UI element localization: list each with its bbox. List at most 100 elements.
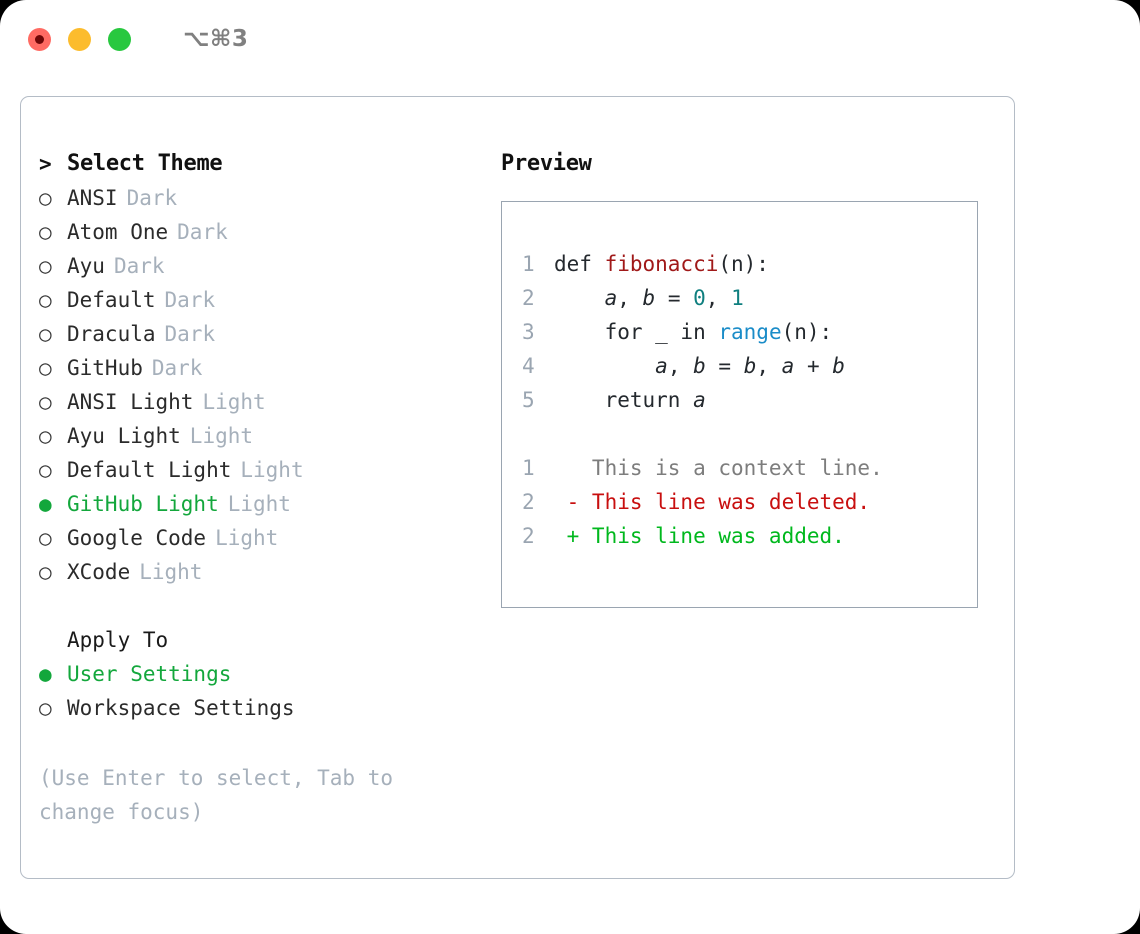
theme-name: Ayu bbox=[67, 254, 105, 278]
apply-to-options: ●User Settings○Workspace Settings bbox=[39, 657, 489, 725]
recording-indicator-icon bbox=[35, 34, 44, 44]
line-number: 5 bbox=[522, 388, 535, 412]
radio-unselected-icon: ○ bbox=[39, 254, 52, 278]
code-token-var: b bbox=[832, 354, 845, 378]
code-token-call: range bbox=[718, 320, 782, 344]
keyboard-hint: (Use Enter to select, Tab to change focu… bbox=[39, 766, 394, 824]
code-line-text: a, b = 0, 1 bbox=[554, 281, 744, 315]
theme-name: Atom One bbox=[67, 220, 169, 244]
code-token-var: a bbox=[655, 354, 668, 378]
theme-variant-badge: Light bbox=[139, 560, 203, 584]
radio-unselected-icon: ○ bbox=[39, 390, 52, 414]
apply-to-title: Apply To bbox=[67, 628, 169, 652]
code-token-plain: , bbox=[705, 286, 732, 310]
select-theme-header: > Select Theme bbox=[39, 147, 489, 181]
theme-variant-badge: Dark bbox=[151, 356, 203, 380]
preview-title: Preview bbox=[501, 151, 592, 176]
code-token-plain: , bbox=[667, 354, 694, 378]
code-line: 4 a, b = b, a + b bbox=[522, 349, 977, 383]
code-token-plain: (n): bbox=[781, 320, 833, 344]
code-token-fn: fibonacci bbox=[604, 252, 719, 276]
line-number: 3 bbox=[522, 320, 535, 344]
theme-name: ANSI Light bbox=[67, 390, 194, 414]
code-line: 3 for _ in range(n): bbox=[522, 315, 977, 349]
theme-name: XCode bbox=[67, 560, 131, 584]
code-token-plain: return bbox=[554, 388, 694, 412]
code-token-var: a bbox=[604, 286, 618, 310]
list-spacer bbox=[39, 589, 489, 623]
window-controls bbox=[28, 27, 131, 51]
line-number: 1 bbox=[522, 252, 535, 276]
theme-variant-badge: Light bbox=[215, 526, 279, 550]
theme-variant-badge: Dark bbox=[113, 254, 165, 278]
diff-line-text-ctx: This is a context line. bbox=[554, 456, 883, 480]
code-token-num: 1 bbox=[731, 286, 744, 310]
radio-unselected-icon: ○ bbox=[39, 458, 52, 482]
code-token-var: a bbox=[781, 354, 795, 378]
theme-list-item[interactable]: ○ Ayu Dark bbox=[39, 249, 489, 283]
code-token-plain: = bbox=[655, 286, 694, 310]
minimize-button[interactable] bbox=[68, 27, 91, 51]
code-token-plain: for _ in bbox=[554, 320, 719, 344]
code-line-text: return a bbox=[554, 383, 706, 417]
apply-to-header: Apply To bbox=[39, 623, 489, 657]
code-token-var: b bbox=[743, 354, 757, 378]
diff-line: 2 + This line was added. bbox=[522, 519, 977, 553]
code-line: 1 def fibonacci(n): bbox=[522, 247, 977, 281]
radio-unselected-icon: ○ bbox=[39, 288, 52, 312]
radio-unselected-icon: ○ bbox=[39, 560, 52, 584]
code-line: 2 a, b = 0, 1 bbox=[522, 281, 977, 315]
maximize-button[interactable] bbox=[108, 27, 131, 51]
select-theme-title: Select Theme bbox=[67, 151, 223, 176]
radio-unselected-icon: ○ bbox=[39, 186, 52, 210]
line-number: 1 bbox=[522, 456, 535, 480]
code-token-plain: + bbox=[794, 354, 833, 378]
code-line: 5 return a bbox=[522, 383, 977, 417]
theme-variant-badge: Dark bbox=[164, 322, 216, 346]
code-line-text: a, b = b, a + b bbox=[554, 349, 845, 383]
theme-name: ANSI bbox=[67, 186, 118, 210]
theme-list-item[interactable]: ○ ANSI Light Light bbox=[39, 385, 489, 419]
apply-to-option[interactable]: ○Workspace Settings bbox=[39, 691, 489, 725]
code-line-text: def fibonacci(n): bbox=[554, 247, 769, 281]
code-token-var: a bbox=[693, 388, 706, 412]
theme-list-item[interactable]: ○ XCode Light bbox=[39, 555, 489, 589]
diff-block: 1 This is a context line.2 - This line w… bbox=[522, 451, 977, 553]
code-token-plain: (n): bbox=[718, 252, 769, 276]
theme-variant-badge: Light bbox=[202, 390, 266, 414]
diff-line: 1 This is a context line. bbox=[522, 451, 977, 485]
title-bar: ⌥⌘3 bbox=[0, 0, 1140, 78]
line-number: 4 bbox=[522, 354, 535, 378]
code-token-plain: , bbox=[756, 354, 782, 378]
code-token-var: b bbox=[642, 286, 656, 310]
theme-variant-badge: Light bbox=[227, 492, 291, 516]
apply-to-option-label: User Settings bbox=[67, 662, 232, 686]
caret-icon: > bbox=[39, 152, 52, 176]
line-number: 2 bbox=[522, 524, 535, 548]
theme-list-item[interactable]: ○ Default Light Light bbox=[39, 453, 489, 487]
code-diff-gap bbox=[522, 417, 977, 451]
close-button[interactable] bbox=[28, 27, 51, 51]
code-token-num: 0 bbox=[693, 286, 706, 310]
apply-to-option[interactable]: ●User Settings bbox=[39, 657, 489, 691]
code-token-plain: , bbox=[617, 286, 643, 310]
theme-name: Default Light bbox=[67, 458, 232, 482]
diff-line-text-add: + This line was added. bbox=[554, 524, 845, 548]
theme-variant-badge: Light bbox=[240, 458, 304, 482]
theme-variant-badge: Dark bbox=[177, 220, 228, 244]
radio-unselected-icon: ○ bbox=[39, 356, 52, 380]
radio-unselected-icon: ○ bbox=[39, 526, 52, 550]
code-token-var: b bbox=[693, 354, 706, 378]
